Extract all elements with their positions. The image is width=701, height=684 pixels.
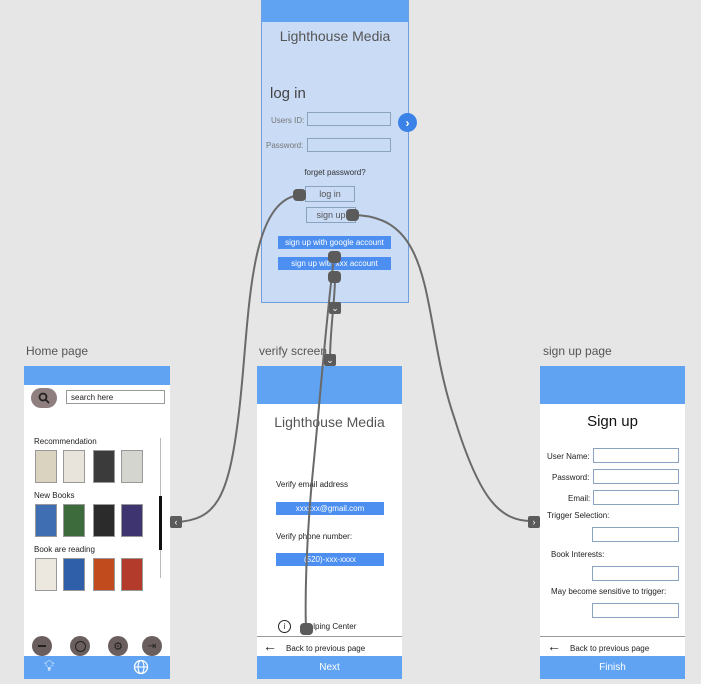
forget-password-link[interactable]: forget password? bbox=[304, 168, 366, 177]
book-cover[interactable] bbox=[63, 450, 85, 483]
book-interests-input[interactable] bbox=[592, 566, 679, 581]
connector-google[interactable] bbox=[328, 251, 341, 263]
book-cover[interactable] bbox=[35, 558, 57, 591]
chevron-right-icon: › bbox=[405, 115, 410, 130]
next-arrow-button[interactable]: › bbox=[398, 113, 417, 132]
password-label: Password: bbox=[266, 141, 304, 150]
google-signup-button[interactable]: sign up with google account bbox=[278, 236, 391, 249]
book-cover[interactable] bbox=[35, 450, 57, 483]
connector-login[interactable] bbox=[293, 189, 306, 201]
login-heading: log in bbox=[270, 85, 306, 102]
section-title-recommendation: Recommendation bbox=[34, 437, 97, 446]
info-icon[interactable]: i bbox=[278, 620, 291, 633]
scrollbar-thumb[interactable] bbox=[159, 496, 162, 550]
connector-other[interactable] bbox=[328, 271, 341, 283]
email-input[interactable] bbox=[593, 490, 679, 505]
chat-button[interactable] bbox=[70, 636, 90, 656]
signup-page-label: sign up page bbox=[543, 344, 612, 358]
lightbulb-icon[interactable]: 💡︎ bbox=[44, 658, 55, 675]
signup-back-link: Back to previous page bbox=[570, 644, 650, 653]
login-app-title: Lighthouse Media bbox=[279, 28, 391, 44]
book-interests-label: Book Interests: bbox=[551, 550, 605, 559]
menu-icon bbox=[38, 645, 46, 647]
home-header-bar bbox=[24, 366, 170, 385]
sensitive-trigger-label: May become sensitive to trigger: bbox=[551, 587, 667, 596]
users-id-input[interactable] bbox=[307, 112, 391, 126]
email-label: Email: bbox=[568, 494, 591, 503]
signup-password-input[interactable] bbox=[593, 469, 679, 484]
book-cover[interactable] bbox=[63, 504, 85, 537]
email-field[interactable]: xxxxxx@gmail.com bbox=[276, 502, 384, 515]
trigger-selection-label: Trigger Selection: bbox=[547, 511, 610, 520]
verify-back-row[interactable]: ← Back to previous page bbox=[257, 636, 402, 657]
chevron-left-icon[interactable]: ‹ bbox=[170, 516, 182, 528]
signup-back-row[interactable]: ← Back to previous page bbox=[540, 636, 685, 657]
wire-signup-to-signup-page bbox=[351, 214, 533, 522]
next-button[interactable]: Next bbox=[257, 656, 402, 679]
book-cover[interactable] bbox=[93, 504, 115, 537]
book-cover[interactable] bbox=[121, 504, 143, 537]
other-signup-button[interactable]: sign up with xxx account bbox=[278, 257, 391, 270]
arrow-left-icon: ← bbox=[263, 638, 277, 654]
verify-screen: Lighthouse Media Verify email address xx… bbox=[257, 366, 402, 679]
logout-icon: ⇥ bbox=[147, 640, 157, 652]
book-cover[interactable] bbox=[35, 504, 57, 537]
signup-header-bar bbox=[540, 366, 685, 404]
book-cover[interactable] bbox=[121, 558, 143, 591]
book-cover[interactable] bbox=[121, 450, 143, 483]
verify-screen-label: verify screen bbox=[259, 344, 328, 358]
home-bottom-bar: 💡︎ bbox=[24, 656, 170, 679]
login-header-bar bbox=[262, 0, 408, 22]
verify-phone-label: Verify phone number: bbox=[276, 532, 353, 541]
verify-app-title: Lighthouse Media bbox=[274, 414, 385, 430]
gear-icon: ⚙ bbox=[113, 640, 123, 653]
signup-password-label: Password: bbox=[552, 473, 590, 482]
chevron-right-icon[interactable]: › bbox=[528, 516, 540, 528]
settings-button[interactable]: ⚙ bbox=[108, 636, 128, 656]
chat-icon bbox=[74, 640, 86, 652]
search-button[interactable] bbox=[31, 388, 57, 408]
signup-page-screen: Sign up User Name: Password: Email: Trig… bbox=[540, 366, 685, 679]
search-input[interactable]: search here bbox=[66, 390, 165, 404]
connector-signup[interactable] bbox=[346, 209, 359, 221]
book-cover[interactable] bbox=[93, 558, 115, 591]
finish-button-label: Finish bbox=[599, 662, 626, 673]
logout-button[interactable]: ⇥ bbox=[142, 636, 162, 656]
section-title-new-books: New Books bbox=[34, 491, 75, 500]
password-input[interactable] bbox=[307, 138, 391, 152]
wire-login-to-home bbox=[175, 194, 301, 523]
search-placeholder: search here bbox=[71, 393, 114, 402]
section-title-book-are-reading: Book are reading bbox=[34, 545, 95, 554]
arrow-left-icon: ← bbox=[547, 638, 561, 654]
verify-header-bar bbox=[257, 366, 402, 404]
trigger-selection-input[interactable] bbox=[592, 527, 679, 542]
book-cover[interactable] bbox=[93, 450, 115, 483]
connector-help[interactable] bbox=[300, 623, 313, 635]
chevron-down-icon[interactable]: ⌄ bbox=[329, 302, 341, 314]
login-screen: Lighthouse Media log in Users ID: Passwo… bbox=[261, 0, 417, 303]
phone-field[interactable]: (520)-xxx-xxxx bbox=[276, 553, 384, 566]
users-id-label: Users ID: bbox=[271, 116, 305, 125]
chevron-down-icon[interactable]: ⌄ bbox=[324, 354, 336, 366]
sensitive-trigger-input[interactable] bbox=[592, 603, 679, 618]
verify-back-link: Back to previous page bbox=[286, 644, 366, 653]
globe-icon[interactable] bbox=[133, 659, 149, 675]
home-page-screen: search here Recommendation New Books Boo… bbox=[24, 366, 170, 679]
book-cover[interactable] bbox=[63, 558, 85, 591]
search-icon bbox=[38, 392, 50, 404]
help-center-link[interactable]: Helping Center bbox=[303, 622, 357, 631]
finish-button[interactable]: Finish bbox=[540, 656, 685, 679]
wire-google-to-verify bbox=[304, 257, 335, 631]
signup-title: Sign up bbox=[587, 413, 638, 430]
user-name-input[interactable] bbox=[593, 448, 679, 463]
home-page-label: Home page bbox=[26, 344, 89, 358]
wire-other-to-verify bbox=[329, 277, 336, 361]
user-name-label: User Name: bbox=[547, 452, 590, 461]
next-button-label: Next bbox=[319, 662, 340, 673]
menu-button[interactable] bbox=[32, 636, 52, 656]
